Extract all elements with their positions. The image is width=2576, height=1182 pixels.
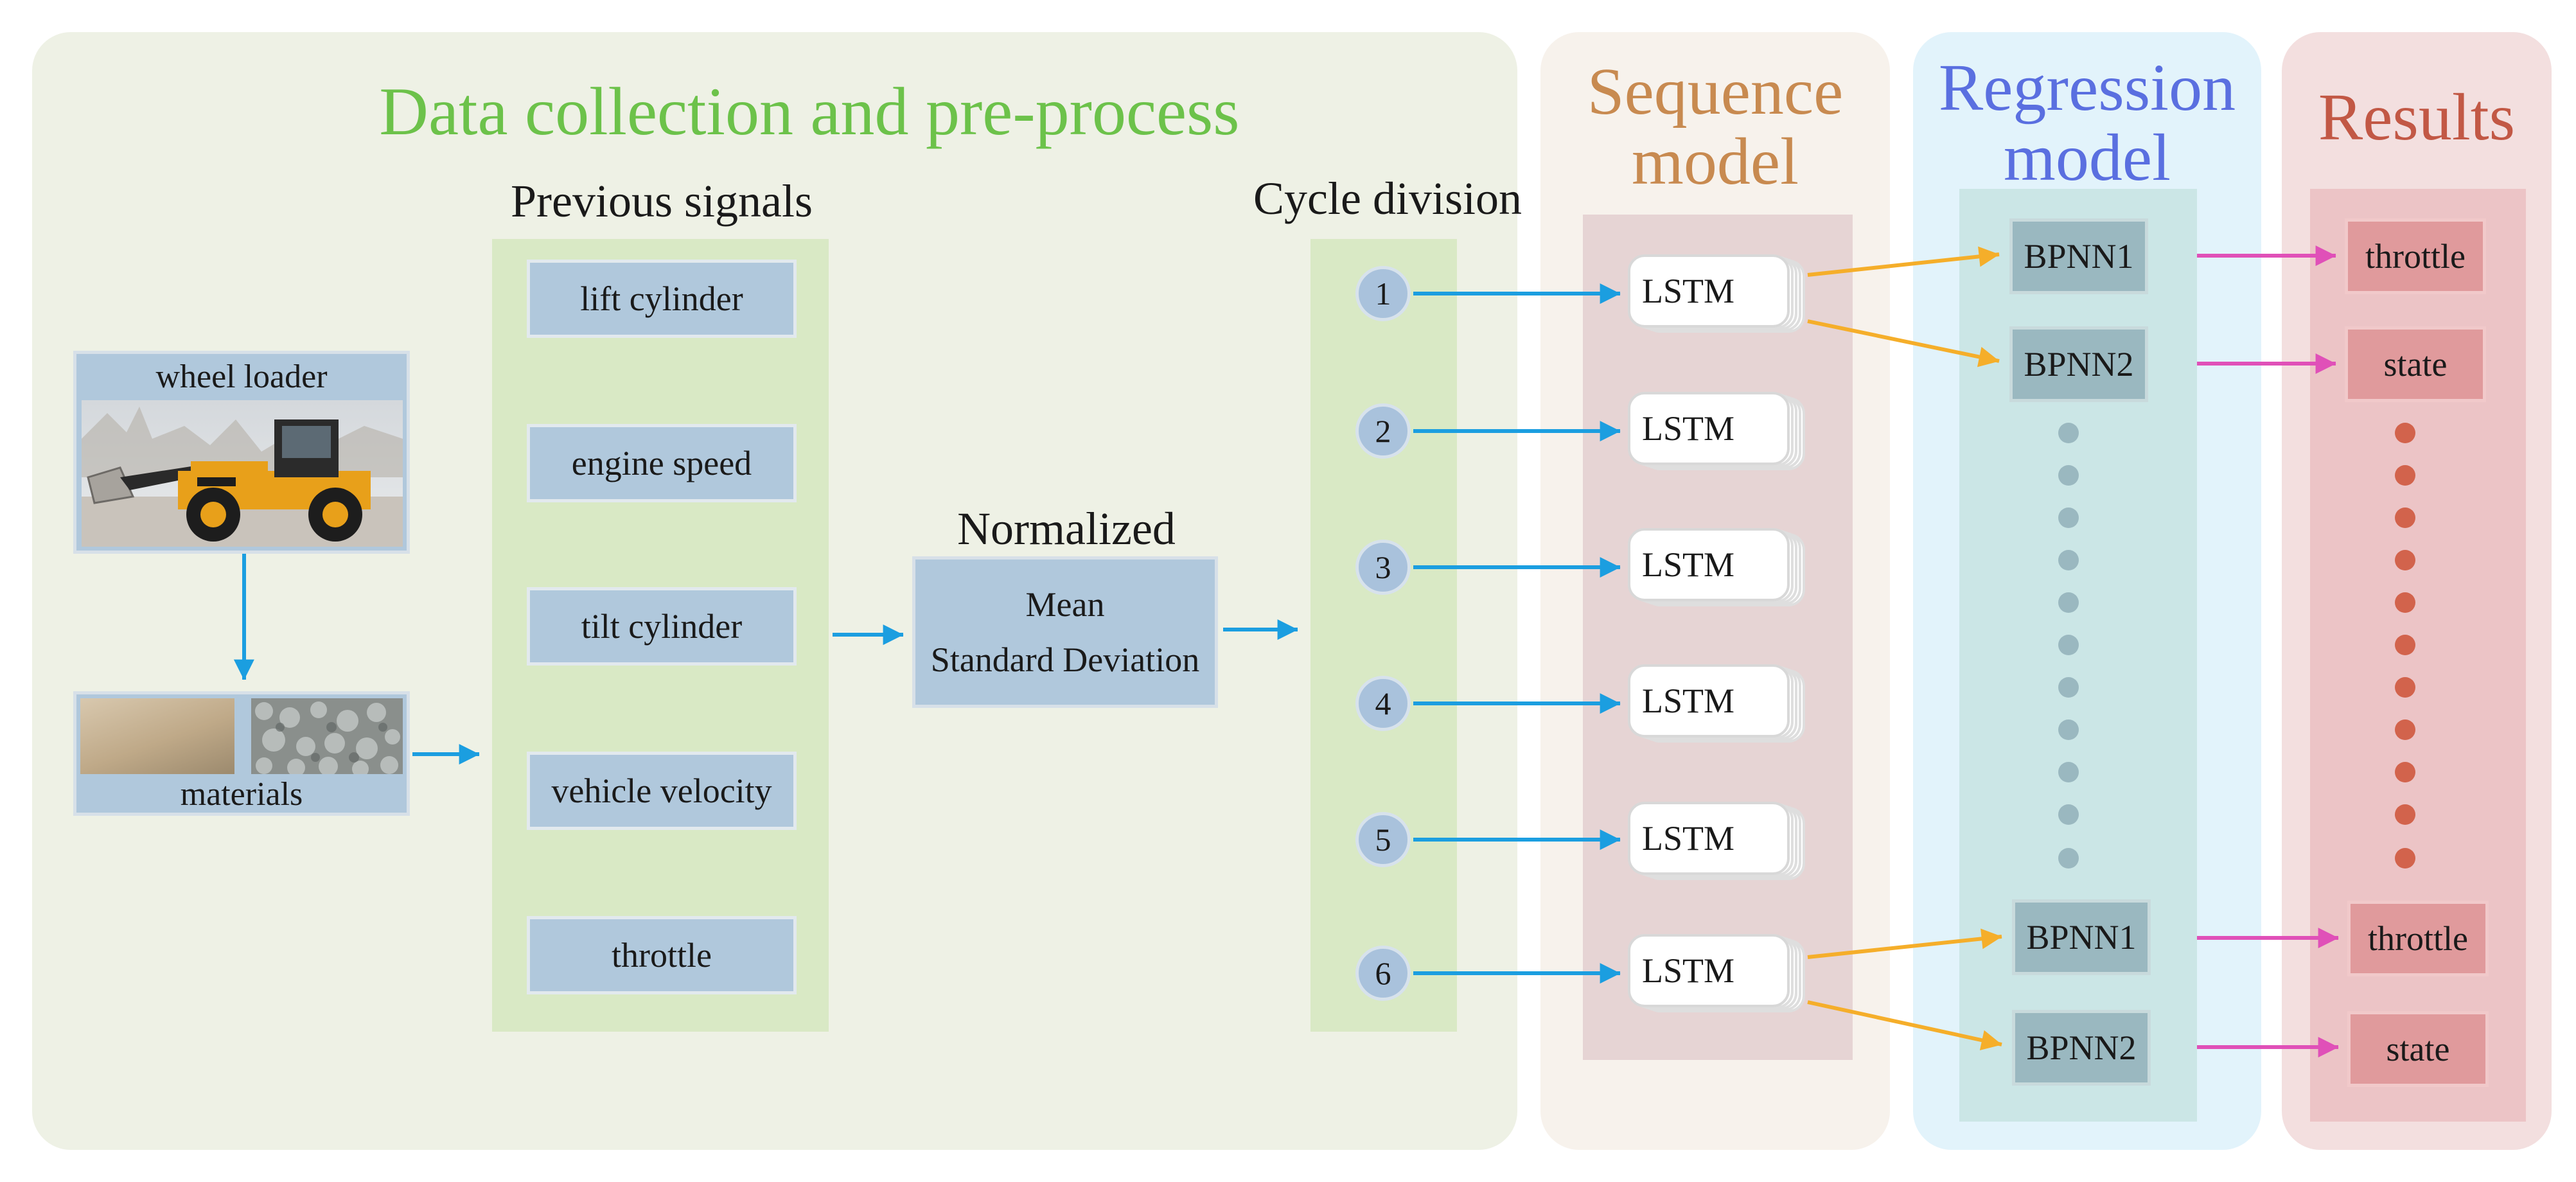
ellipsis-dot: [2058, 423, 2079, 443]
result-throttle-top: throttle: [2345, 218, 2486, 294]
results-ellipsis-dots: [2395, 423, 2415, 869]
cycle-division-header: Cycle division: [1253, 173, 1522, 224]
sand-material-photo-icon: [80, 698, 234, 774]
ellipsis-dot: [2395, 635, 2415, 655]
arrow-lstm6-to-bpnn2: [1807, 1000, 2002, 1051]
ellipsis-dot: [2058, 719, 2079, 740]
regression-model-title: Regression model: [1913, 53, 2261, 193]
wheel-loader-label: wheel loader: [155, 358, 328, 395]
result-throttle-bottom: throttle: [2347, 901, 2489, 976]
wheel-loader-card: wheel loader: [73, 351, 410, 554]
result-state-bottom: state: [2347, 1011, 2489, 1087]
materials-label: materials: [180, 775, 303, 813]
signal-tilt-cylinder: tilt cylinder: [527, 587, 797, 666]
ellipsis-dot: [2395, 762, 2415, 782]
cycle-4: 4: [1355, 676, 1411, 731]
ellipsis-dot: [2395, 677, 2415, 698]
ellipsis-dot: [2395, 848, 2415, 869]
cycle-1: 1: [1355, 266, 1411, 321]
normalized-box: Mean Standard Deviation: [912, 556, 1218, 708]
cycle-division-column: [1310, 239, 1457, 1032]
gravel-material-photo-icon: [251, 698, 403, 774]
cycle-3: 3: [1355, 540, 1411, 595]
ellipsis-dot: [2395, 423, 2415, 443]
lstm-cell-1: LSTM: [1628, 254, 1790, 328]
wheel-loader-photo-icon: [82, 400, 403, 547]
data-collection-title: Data collection and pre-process: [379, 74, 1240, 149]
ellipsis-dot: [2395, 719, 2415, 740]
bpnn1-bottom: BPNN1: [2012, 899, 2151, 975]
sequence-title-line1: Sequence: [1587, 55, 1844, 128]
lstm-cell-3: LSTM: [1628, 528, 1790, 601]
signal-engine-speed: engine speed: [527, 424, 797, 502]
normalized-std: Standard Deviation: [930, 640, 1200, 679]
ellipsis-dot: [2058, 635, 2079, 655]
ellipsis-dot: [2395, 507, 2415, 528]
sequence-title-line2: model: [1632, 125, 1799, 199]
previous-signals-header: Previous signals: [510, 175, 813, 227]
ellipsis-dot: [2058, 677, 2079, 698]
cycle-5: 5: [1355, 812, 1411, 867]
regression-title-line2: model: [2004, 121, 2171, 195]
sequence-inner-column: [1583, 215, 1853, 1060]
cycle-2: 2: [1355, 403, 1411, 459]
normalized-header: Normalized: [957, 503, 1176, 554]
signal-throttle: throttle: [527, 916, 797, 994]
lstm-cell-4: LSTM: [1628, 664, 1790, 737]
ellipsis-dot: [2058, 804, 2079, 825]
ellipsis-dot: [2058, 507, 2079, 528]
lstm-cell-6: LSTM: [1628, 934, 1790, 1007]
ellipsis-dot: [2395, 804, 2415, 825]
results-title: Results: [2318, 80, 2516, 154]
cycle-6: 6: [1355, 946, 1411, 1001]
ellipsis-dot: [2058, 592, 2079, 613]
lstm-cell-2: LSTM: [1628, 392, 1790, 465]
ellipsis-dot: [2395, 550, 2415, 570]
ellipsis-dot: [2058, 550, 2079, 570]
lstm-cell-5: LSTM: [1628, 802, 1790, 875]
ellipsis-dot: [2058, 465, 2079, 486]
result-state-top: state: [2345, 326, 2486, 402]
ellipsis-dot: [2395, 592, 2415, 613]
arrow-lstm6-to-bpnn1: [1807, 928, 2002, 959]
sequence-model-title: Sequence model: [1540, 57, 1890, 197]
bpnn1-top: BPNN1: [2009, 218, 2148, 294]
regression-title-line1: Regression: [1938, 51, 2236, 125]
arrow-lstm1-to-bpnn1: [1807, 246, 2000, 277]
signal-lift-cylinder: lift cylinder: [527, 260, 797, 338]
ellipsis-dot: [2395, 465, 2415, 486]
normalized-mean: Mean: [1025, 585, 1105, 624]
ellipsis-dot: [2058, 762, 2079, 782]
arrow-lstm1-to-bpnn2: [1807, 319, 2000, 367]
regression-ellipsis-dots: [2058, 423, 2079, 869]
bpnn2-bottom: BPNN2: [2012, 1010, 2151, 1086]
bpnn2-top: BPNN2: [2009, 326, 2148, 402]
materials-card: materials: [73, 691, 410, 816]
ellipsis-dot: [2058, 848, 2079, 869]
signal-vehicle-velocity: vehicle velocity: [527, 752, 797, 830]
